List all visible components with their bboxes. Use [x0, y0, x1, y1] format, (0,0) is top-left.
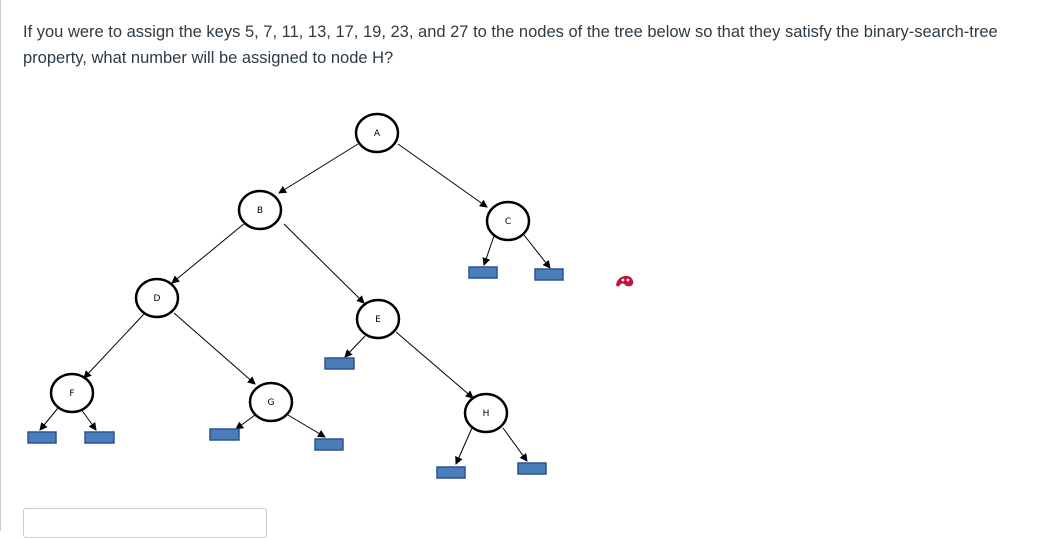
null-leaf — [209, 428, 240, 441]
node-label-e: E — [375, 315, 381, 325]
edge-a-b — [278, 143, 359, 194]
null-leaf — [468, 266, 498, 279]
node-label-g: G — [268, 398, 275, 408]
tree-node-h: H — [463, 392, 509, 434]
edge-g-null-right — [287, 414, 326, 438]
tree-node-d: D — [134, 277, 180, 319]
tree-node-c: C — [485, 200, 531, 242]
edge-c-null-left — [482, 235, 495, 266]
null-leaf — [436, 466, 466, 479]
edge-d-g — [173, 312, 256, 385]
content-left-border — [0, 0, 1, 531]
null-leaf — [324, 357, 355, 370]
edge-c-null-right — [523, 234, 551, 269]
null-leaf — [27, 431, 57, 444]
question-text: If you were to assign the keys 5, 7, 11,… — [23, 23, 998, 67]
edge-d-f — [83, 313, 145, 379]
tree-node-g: G — [248, 381, 294, 423]
edge-a-c — [397, 143, 488, 208]
node-label-d: D — [154, 294, 161, 304]
node-label-h: H — [483, 409, 490, 419]
null-leaf — [517, 462, 547, 475]
edge-b-e — [283, 223, 365, 304]
null-leaf — [84, 431, 115, 444]
answer-input[interactable] — [23, 508, 267, 538]
null-leaf — [534, 268, 564, 281]
tree-node-b: B — [237, 189, 283, 231]
edge-h-null-left — [455, 427, 473, 465]
null-leaf — [314, 438, 344, 451]
tree-node-e: E — [355, 298, 401, 340]
tree-node-f: F — [49, 372, 95, 414]
edge-f-null-right — [80, 408, 97, 431]
node-label-b: B — [257, 206, 263, 216]
edge-e-null-left — [344, 335, 366, 358]
edge-h-null-right — [502, 427, 528, 462]
node-label-c: C — [505, 217, 511, 227]
tree-node-a: A — [354, 112, 400, 154]
annotation-face-icon[interactable] — [614, 274, 636, 290]
edge-b-d — [171, 222, 246, 284]
edge-e-h — [395, 331, 474, 399]
edge-f-null-left — [39, 407, 59, 431]
node-label-a: A — [374, 129, 381, 139]
node-label-f: F — [69, 389, 74, 399]
edge-g-null-left — [235, 414, 256, 430]
